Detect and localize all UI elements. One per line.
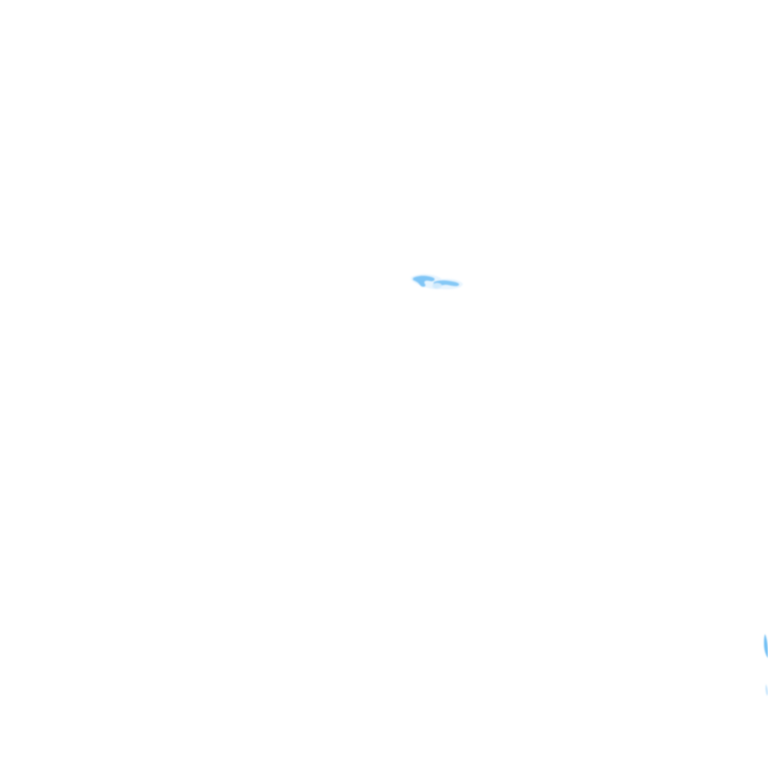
edge-fragment-lower xyxy=(765,684,768,696)
blue-edge-fragment-shape xyxy=(764,634,768,696)
edge-fragment-upper xyxy=(764,634,768,658)
smudge-glow xyxy=(411,274,463,290)
blue-smudge-shape xyxy=(411,274,463,290)
